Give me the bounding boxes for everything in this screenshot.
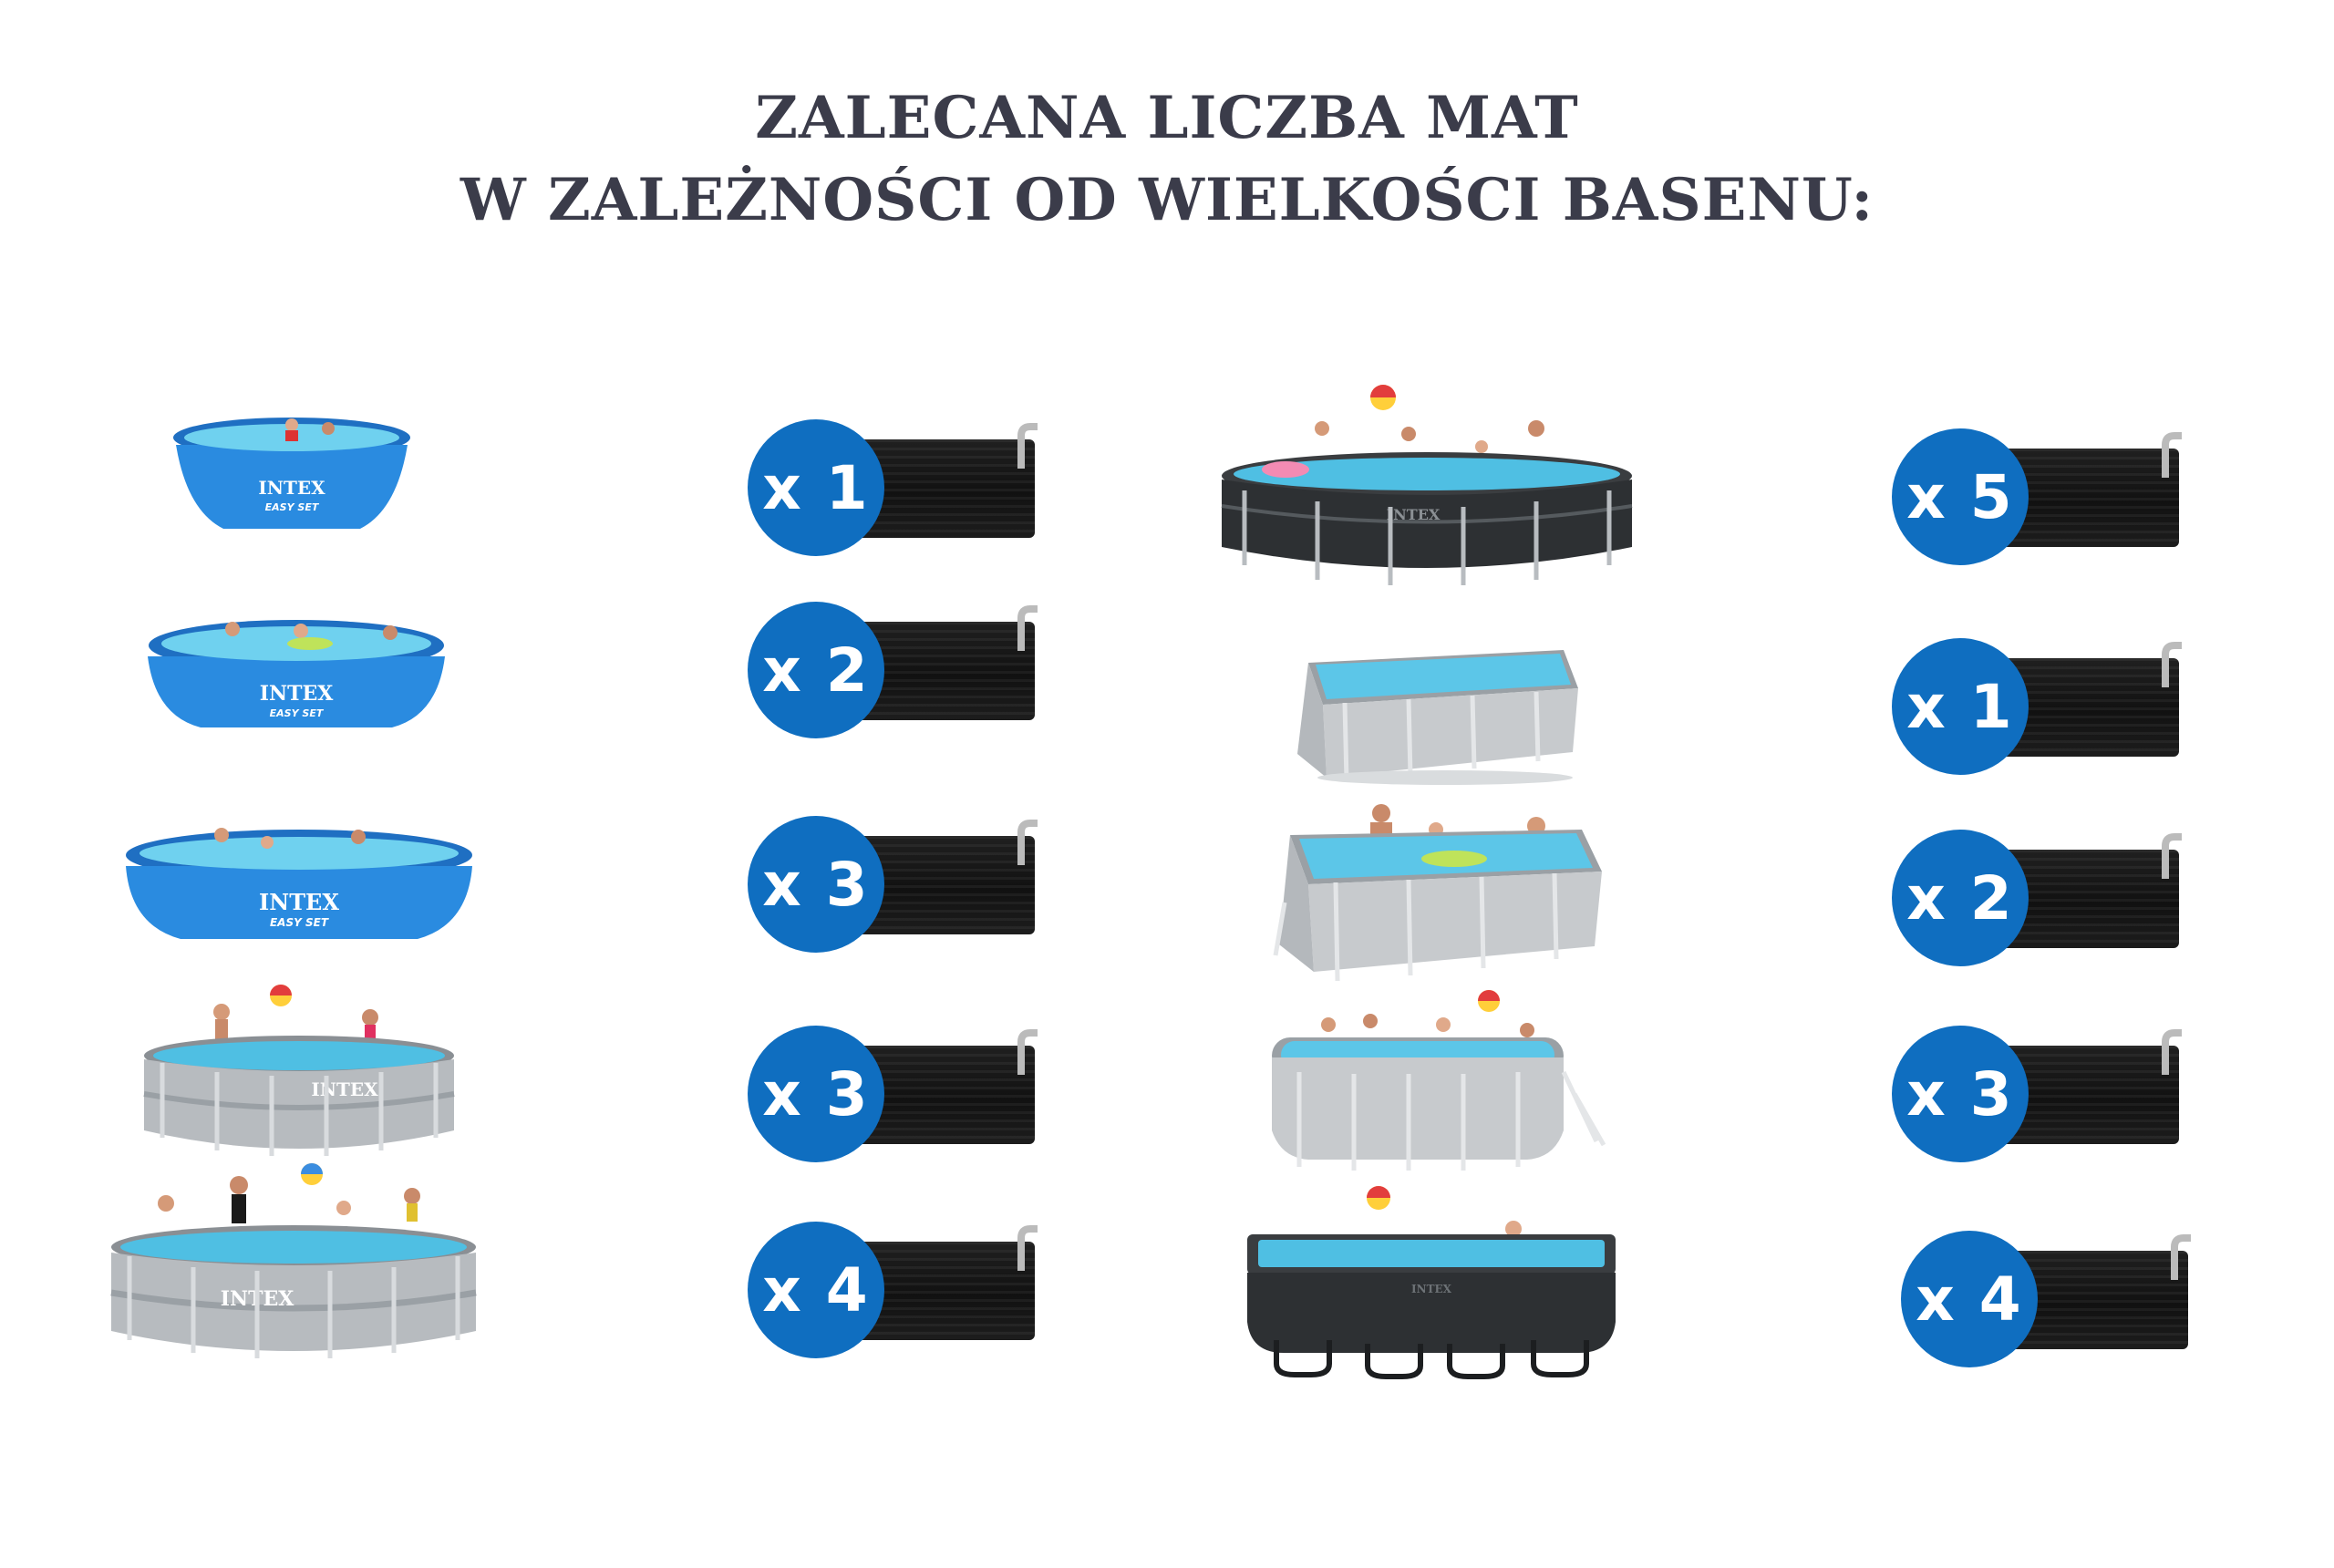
count-badge: x 2 — [1892, 830, 2029, 966]
mat-connector-icon — [1017, 605, 1038, 651]
count-badge: x 3 — [748, 816, 884, 953]
mat-connector-icon — [1017, 423, 1038, 469]
pool-brand-label: INTEX — [258, 477, 325, 499]
mat-count-right-2: x 1 — [1892, 638, 2202, 784]
pool-image-ultra-xtr-rectangle: INTEX — [1240, 1185, 1623, 1386]
mat-count-right-1: x 5 — [1892, 428, 2202, 574]
mat-connector-icon — [2162, 1029, 2182, 1075]
mat-connector-icon — [1017, 1029, 1038, 1075]
pool-image-prism-rectangle-small — [1290, 643, 1582, 789]
pool-brand-label: INTEX — [259, 889, 339, 915]
pool-sub-label: EASY SET — [270, 916, 329, 929]
pool-image-easy-set-medium: INTEX EASY SET — [137, 593, 456, 738]
mat-count-left-5: x 4 — [748, 1222, 1058, 1367]
mat-count-right-3: x 2 — [1892, 830, 2202, 975]
count-badge: x 4 — [1901, 1231, 2038, 1367]
count-badge: x 1 — [748, 419, 884, 556]
mat-count-right-5: x 4 — [1901, 1231, 2211, 1377]
pool-sub-label: EASY SET — [265, 501, 320, 513]
pool-sub-label: EASY SET — [270, 707, 325, 719]
mat-connector-icon — [2162, 833, 2182, 879]
pool-image-easy-set-small: INTEX EASY SET — [160, 392, 424, 547]
title-line-2: W ZALEŻNOŚCI OD WIELKOŚCI BASENU: — [460, 166, 1874, 234]
mat-count-right-4: x 3 — [1892, 1026, 2202, 1171]
mat-count-left-1: x 1 — [748, 419, 1058, 565]
pool-image-ultra-xtr-round: INTEX — [1217, 374, 1637, 593]
mat-count-left-4: x 3 — [748, 1026, 1058, 1171]
pool-brand-label: INTEX — [260, 682, 335, 706]
pool-brand-label: INTEX — [311, 1078, 378, 1100]
count-badge: x 3 — [748, 1026, 884, 1162]
pool-image-prism-frame-round: INTEX — [135, 985, 463, 1167]
count-badge: x 3 — [1892, 1026, 2029, 1162]
pool-image-prism-oval — [1254, 985, 1618, 1176]
solar-mat-image — [852, 1046, 1035, 1144]
count-badge: x 1 — [1892, 638, 2029, 775]
mat-connector-icon — [1017, 820, 1038, 865]
title-line-1: ZALECANA LICZBA MAT — [755, 84, 1579, 152]
pool-image-easy-set-large: INTEX EASY SET — [117, 802, 481, 948]
mat-connector-icon — [2171, 1234, 2191, 1280]
pool-brand-label: INTEX — [1387, 506, 1441, 523]
mat-count-left-2: x 2 — [748, 602, 1058, 748]
pool-image-prism-rectangle-medium — [1272, 793, 1618, 994]
pool-image-prism-frame-round-large: INTEX — [102, 1158, 485, 1367]
mat-connector-icon — [2162, 642, 2182, 687]
count-badge: x 2 — [748, 602, 884, 738]
solar-mat-image — [852, 1242, 1035, 1340]
mat-connector-icon — [2162, 432, 2182, 478]
mat-connector-icon — [1017, 1225, 1038, 1271]
count-badge: x 4 — [748, 1222, 884, 1358]
count-badge: x 5 — [1892, 428, 2029, 565]
pool-brand-label: INTEX — [1411, 1283, 1452, 1295]
mat-count-left-3: x 3 — [748, 816, 1058, 962]
